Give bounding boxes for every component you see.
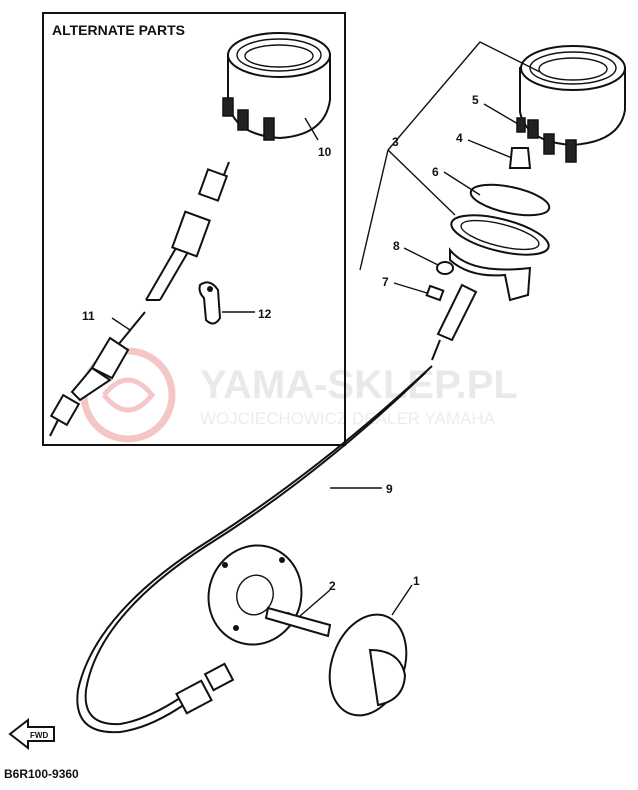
speedometer-cable: 9 bbox=[76, 283, 478, 734]
part-label-12: 12 bbox=[258, 307, 272, 321]
part-label-7: 7 bbox=[382, 275, 389, 289]
watermark-main: YAMA-SKLEP.PL bbox=[200, 363, 518, 407]
part-label-3: 3 bbox=[392, 135, 399, 149]
part-label-9: 9 bbox=[386, 482, 393, 496]
speedometer-assembly: 3 5 4 6 bbox=[359, 41, 626, 302]
alternate-cable: 11 bbox=[49, 161, 230, 437]
forward-arrow: FWD bbox=[8, 717, 55, 751]
part-label-11: 11 bbox=[82, 309, 95, 323]
part-label-6: 6 bbox=[432, 165, 439, 179]
fwd-label: FWD bbox=[30, 731, 48, 740]
clamp-part: 12 bbox=[198, 281, 272, 325]
part-label-4: 4 bbox=[456, 131, 463, 145]
part-label-2: 2 bbox=[329, 579, 336, 593]
gear-unit: 2 1 bbox=[207, 544, 420, 717]
part-label-1: 1 bbox=[413, 574, 420, 588]
watermark: YAMA-SKLEP.PL WOJCIECHOWICZ DEALER YAMAH… bbox=[80, 347, 518, 443]
watermark-sub: WOJCIECHOWICZ DEALER YAMAHA bbox=[200, 409, 496, 428]
alternate-parts-title: ALTERNATE PARTS bbox=[52, 22, 185, 38]
part-label-10: 10 bbox=[318, 145, 332, 159]
drawing-code: B6R100-9360 bbox=[4, 767, 79, 781]
small-fittings: 8 7 bbox=[382, 239, 454, 302]
alternate-speedometer: 10 bbox=[222, 32, 332, 159]
part-label-8: 8 bbox=[393, 239, 400, 253]
alternate-parts-frame: ALTERNATE PARTS bbox=[42, 12, 346, 446]
part-label-5: 5 bbox=[472, 93, 479, 107]
